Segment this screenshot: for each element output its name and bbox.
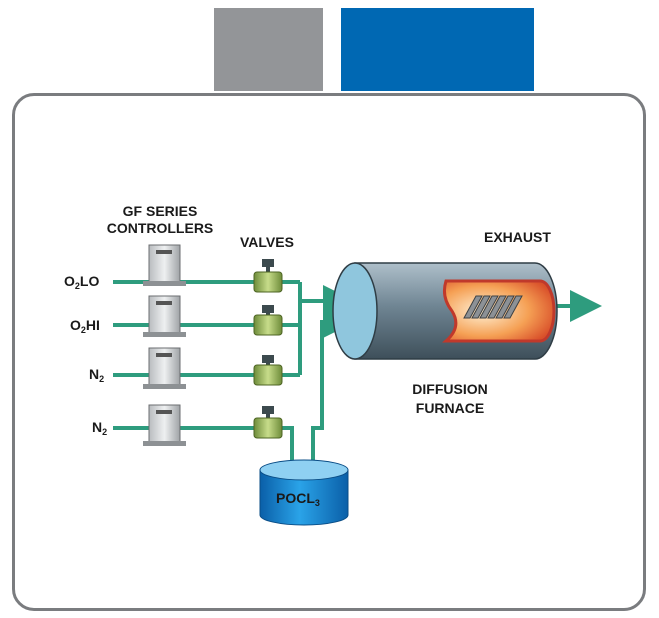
gas-label-n2-b: N2 — [92, 419, 108, 437]
tank-label: POCL3 — [276, 490, 320, 508]
valve-3 — [253, 355, 283, 386]
valve-1 — [253, 259, 283, 293]
valves-title: VALVES — [240, 234, 294, 250]
blue-header-tab — [341, 8, 534, 91]
controllers-title: GF SERIES CONTROLLERS — [100, 203, 220, 237]
valves — [253, 259, 283, 439]
controller-1 — [143, 244, 186, 286]
controllers-title-line1: GF SERIES — [122, 203, 198, 219]
valve-2 — [253, 305, 283, 336]
pocl3-tank — [259, 459, 349, 526]
controller-3 — [143, 347, 186, 389]
furnace-label-line2: FURNACE — [415, 400, 485, 416]
gas-label-o2lo: O2LO — [64, 273, 100, 291]
mass-flow-controllers — [143, 244, 186, 446]
wafer-boat — [463, 295, 523, 319]
controller-4 — [143, 404, 186, 446]
gas-label-o2hi: O2HI — [70, 317, 100, 335]
furnace-label-line1: DIFFUSION — [412, 381, 488, 397]
gray-header-tab — [214, 8, 323, 91]
furnace-label: DIFFUSION FURNACE — [400, 380, 500, 418]
gas-label-n2-a: N2 — [89, 366, 105, 384]
controllers-title-line2: CONTROLLERS — [106, 220, 214, 236]
controller-2 — [143, 295, 186, 337]
exhaust-label: EXHAUST — [484, 229, 551, 245]
diffusion-furnace — [332, 262, 558, 360]
pipe-tank-to-furnace — [311, 306, 355, 470]
valve-4 — [253, 406, 283, 439]
